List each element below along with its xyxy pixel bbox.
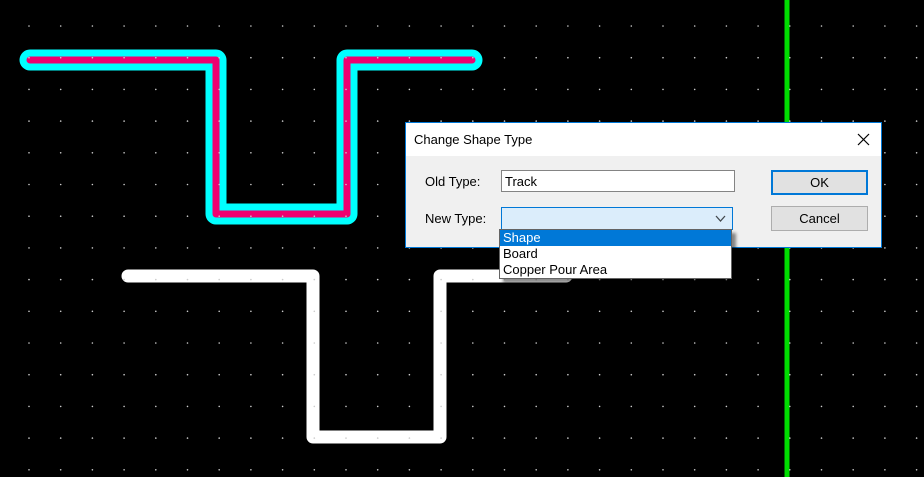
close-button[interactable] xyxy=(845,123,881,156)
new-type-combobox[interactable] xyxy=(501,207,733,230)
dropdown-option-shape[interactable]: Shape xyxy=(500,230,731,246)
selected-track[interactable] xyxy=(26,56,476,218)
old-type-field[interactable] xyxy=(501,170,735,192)
dialog-title: Change Shape Type xyxy=(414,132,533,147)
ok-button[interactable]: OK xyxy=(771,170,868,195)
white-track[interactable] xyxy=(121,269,573,444)
old-type-label: Old Type: xyxy=(425,174,481,189)
dialog-titlebar[interactable]: Change Shape Type xyxy=(406,123,881,156)
change-shape-type-dialog: Change Shape Type Old Type: OK New Type:… xyxy=(405,122,882,248)
cancel-button[interactable]: Cancel xyxy=(771,206,868,231)
chevron-down-icon xyxy=(715,215,726,222)
dropdown-option-copper-pour-area[interactable]: Copper Pour Area xyxy=(503,262,608,277)
new-type-label: New Type: xyxy=(425,211,487,226)
dropdown-option-board[interactable]: Board xyxy=(503,246,538,261)
close-icon xyxy=(857,133,869,146)
